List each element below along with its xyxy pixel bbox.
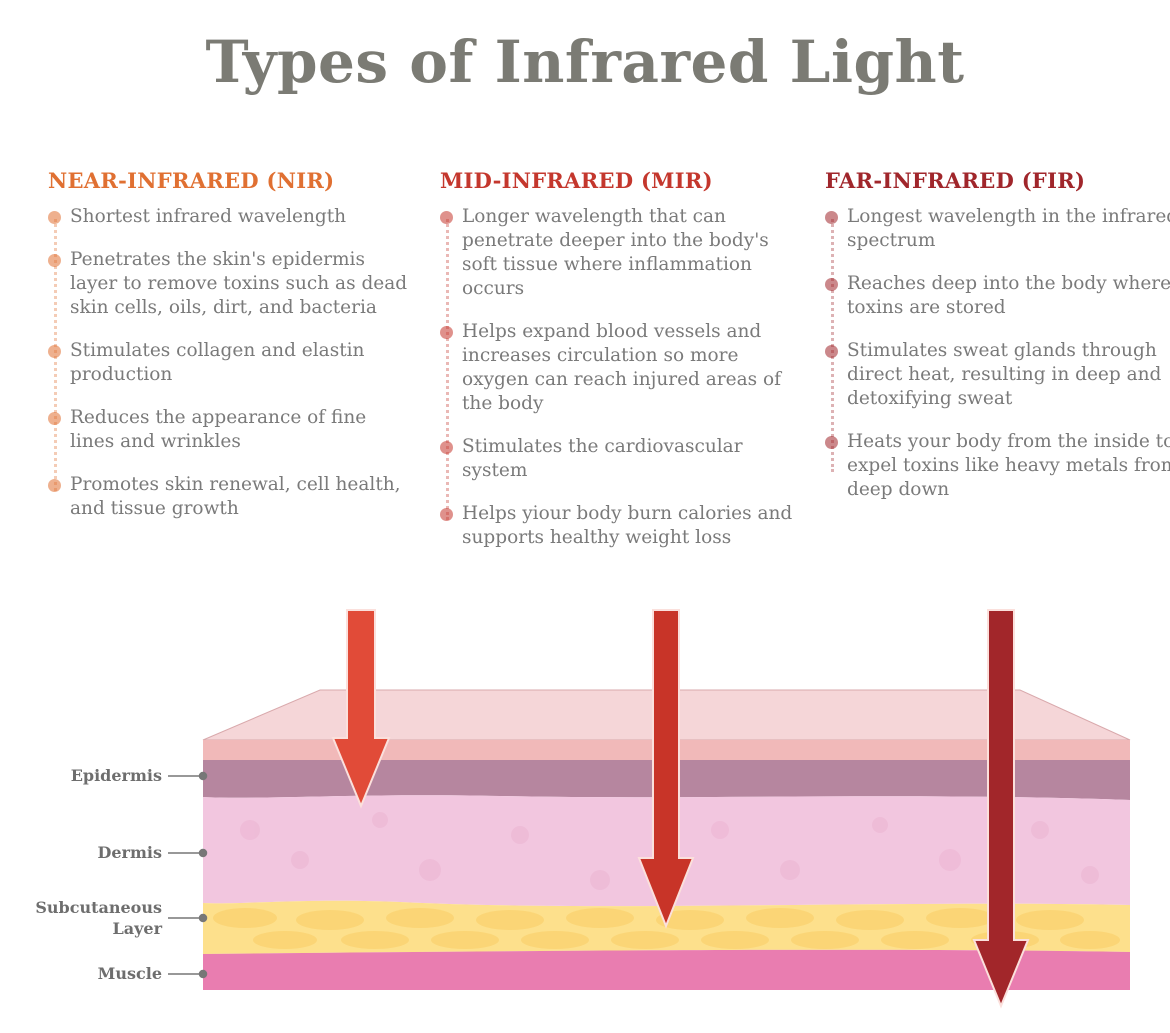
label-epidermis: Epidermis (70, 766, 162, 785)
bullet-dot-icon (825, 278, 838, 291)
label-dermis: Dermis (97, 843, 163, 862)
list-item-text: Reaches deep into the body where toxins … (847, 273, 1170, 318)
list-item: Heats your body from the inside to expel… (825, 430, 1170, 502)
list-item-text: Reduces the appearance of fine lines and… (70, 407, 367, 452)
label-subcutaneous-line1: Subcutaneous (35, 898, 162, 917)
list-item-text: Heats your body from the inside to expel… (847, 431, 1170, 500)
list-item-text: Longer wavelength that can penetrate dee… (462, 206, 769, 299)
bullet-dot-icon (48, 412, 61, 425)
list-item: Reaches deep into the body where toxins … (825, 272, 1170, 320)
column-nir: NEAR-INFRARED (NIR) Shortest infrared wa… (48, 168, 408, 540)
bullet-dot-icon (48, 479, 61, 492)
column-fir: FAR-INFRARED (FIR) Longest wavelength in… (825, 168, 1170, 521)
bullet-dot-icon (48, 345, 61, 358)
page-title: Types of Infrared Light (205, 28, 965, 96)
bullet-dot-icon (48, 254, 61, 267)
bullet-dot-icon (440, 508, 453, 521)
list-mir: Longer wavelength that can penetrate dee… (440, 205, 800, 550)
list-item: Stimulates the cardiovascular system (440, 435, 800, 483)
list-item-text: Helps yiour body burn calories and suppo… (462, 503, 793, 548)
label-muscle: Muscle (97, 964, 162, 983)
dermis-cells (240, 812, 1099, 890)
list-item: Shortest infrared wavelength (48, 205, 408, 229)
bullet-dot-icon (825, 345, 838, 358)
list-item: Reduces the appearance of fine lines and… (48, 406, 408, 454)
list-item: Penetrates the skin's epidermis layer to… (48, 248, 408, 320)
list-item-text: Helps expand blood vessels and increases… (462, 321, 781, 414)
list-item-text: Stimulates collagen and elastin producti… (70, 340, 365, 385)
muscle-layer (203, 949, 1130, 990)
list-fir: Longest wavelength in the infrared spect… (825, 205, 1170, 502)
list-item-text: Stimulates sweat glands through direct h… (847, 340, 1162, 409)
mir-arrow (637, 609, 695, 929)
bullet-dot-icon (440, 441, 453, 454)
label-lines (168, 771, 208, 979)
list-item-text: Stimulates the cardiovascular system (462, 436, 743, 481)
bullet-dot-icon (825, 436, 838, 449)
bullet-dot-icon (48, 211, 61, 224)
bullet-dot-icon (825, 211, 838, 224)
heading-nir: NEAR-INFRARED (NIR) (48, 168, 335, 193)
list-item: Helps expand blood vessels and increases… (440, 320, 800, 416)
list-item: Stimulates collagen and elastin producti… (48, 339, 408, 387)
list-item-text: Penetrates the skin's epidermis layer to… (70, 249, 408, 318)
list-item: Stimulates sweat glands through direct h… (825, 339, 1170, 411)
list-item: Promotes skin renewal, cell health, and … (48, 473, 408, 521)
bullet-dot-icon (440, 326, 453, 339)
label-subcutaneous-line2: Layer (112, 919, 162, 938)
list-item-text: Shortest infrared wavelength (70, 206, 347, 227)
heading-fir: FAR-INFRARED (FIR) (825, 168, 1086, 193)
column-mir: MID-INFRARED (MIR) Longer wavelength tha… (440, 168, 800, 569)
list-item: Longest wavelength in the infrared spect… (825, 205, 1170, 253)
list-item-text: Promotes skin renewal, cell health, and … (70, 474, 401, 519)
bullet-dot-icon (440, 211, 453, 224)
fir-arrow (972, 609, 1030, 1009)
list-item: Helps yiour body burn calories and suppo… (440, 502, 800, 550)
heading-mir: MID-INFRARED (MIR) (440, 168, 713, 193)
list-item: Longer wavelength that can penetrate dee… (440, 205, 800, 301)
nir-arrow (331, 609, 391, 809)
list-item-text: Longest wavelength in the infrared spect… (847, 206, 1170, 251)
